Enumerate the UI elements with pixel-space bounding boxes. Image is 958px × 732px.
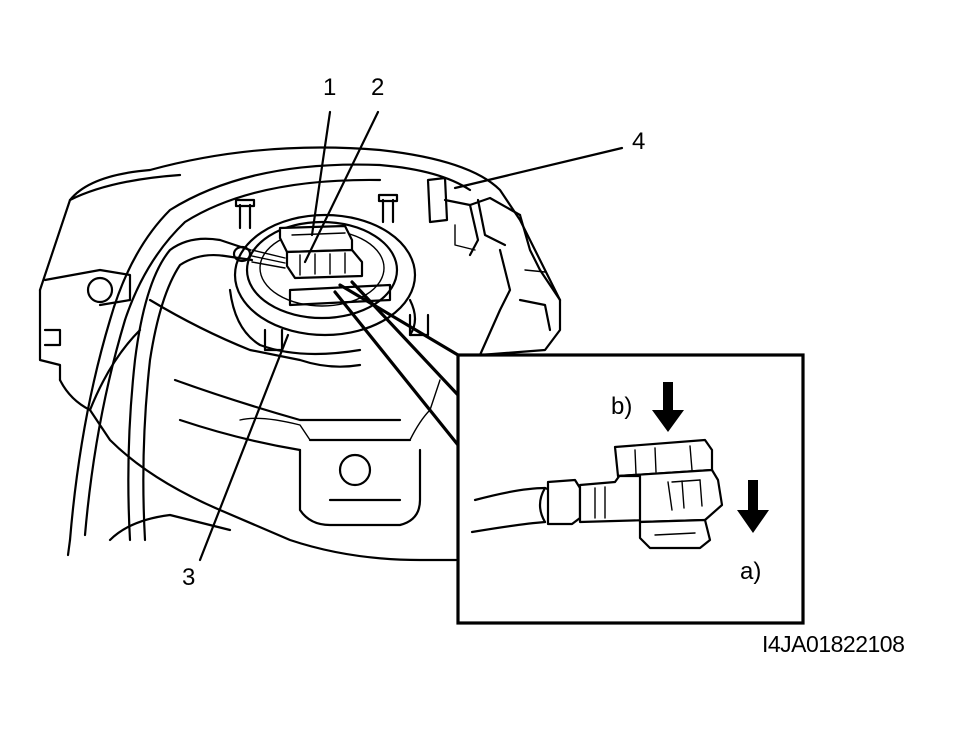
figure-code: I4JA01822108	[762, 631, 905, 657]
inset-label-b: b)	[611, 393, 633, 420]
callout-label-2: 2	[371, 74, 385, 101]
inset-detail	[456, 353, 805, 625]
mounting-studs	[234, 193, 430, 352]
callout-leaders	[198, 110, 624, 562]
callout-label-3: 3	[182, 564, 196, 591]
wire-harness	[127, 237, 286, 542]
callout-label-4: 4	[632, 128, 646, 155]
callout-label-1: 1	[323, 74, 337, 101]
connector-4	[426, 176, 562, 357]
inset-label-a: a)	[740, 558, 762, 585]
steering-wheel-body	[38, 146, 562, 562]
zoom-funnel	[333, 280, 460, 447]
